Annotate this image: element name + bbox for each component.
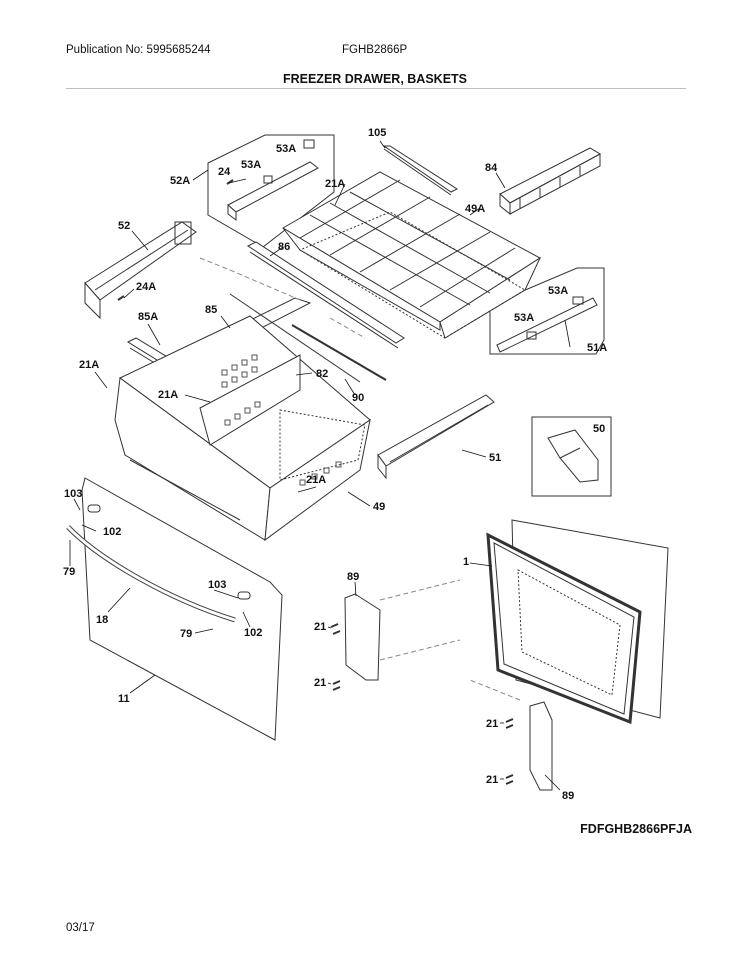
part-49A-wire-basket (282, 171, 542, 339)
part-52A-bracket (226, 139, 319, 221)
callout-89: 89 (347, 571, 359, 583)
callout-86: 86 (278, 241, 290, 253)
model-number: FGHB2866P (342, 44, 408, 56)
part-11-door-panel (81, 477, 283, 741)
callout-89: 89 (562, 790, 574, 802)
callout-1: 1 (463, 556, 469, 568)
callout-52: 52 (118, 220, 130, 232)
callout-51A: 51A (587, 342, 607, 354)
callout-21: 21 (486, 774, 498, 786)
callout-21: 21 (314, 677, 326, 689)
page-title: FREEZER DRAWER, BASKETS (282, 72, 468, 86)
callout-50: 50 (593, 423, 605, 435)
callout-21A: 21A (306, 474, 326, 486)
callout-11: 11 (118, 693, 130, 705)
part-52-slide-rail (84, 221, 197, 320)
callout-84: 84 (485, 162, 498, 174)
callout-90: 90 (352, 392, 364, 404)
callout-53A: 53A (548, 285, 568, 297)
part-21-screws (330, 623, 514, 785)
part-89-bracket-lower (529, 701, 553, 791)
callout-21A: 21A (79, 359, 99, 371)
callout-85A: 85A (138, 311, 158, 323)
callout-49: 49 (373, 501, 385, 513)
callout-102: 102 (244, 627, 262, 639)
callout-21A: 21A (325, 178, 345, 190)
callout-51: 51 (489, 452, 501, 464)
part-105-rail (382, 145, 459, 196)
callout-box-52A (207, 134, 335, 248)
callout-53A: 53A (514, 312, 534, 324)
callout-49A: 49A (465, 203, 485, 215)
callout-79: 79 (180, 628, 192, 640)
part-49-drawer-bin (114, 315, 371, 542)
part-50-clip (547, 429, 599, 483)
callout-box-50 (531, 416, 612, 497)
callout-21: 21 (486, 718, 498, 730)
callout-79: 79 (63, 566, 75, 578)
callout-21A: 21A (158, 389, 178, 401)
callout-103: 103 (64, 488, 82, 500)
part-24A-screw (117, 295, 125, 301)
part-90-rod (291, 324, 387, 381)
callout-52A: 52A (170, 175, 190, 187)
part-86-rail (246, 241, 405, 349)
callout-82: 82 (316, 368, 328, 380)
header-divider (66, 88, 686, 89)
callout-105: 105 (368, 127, 386, 139)
part-51-slide (377, 394, 495, 480)
callout-53A: 53A (276, 143, 296, 155)
callout-24: 24 (218, 166, 231, 178)
part-89-bracket-upper (344, 593, 381, 681)
publication-number: Publication No: 5995685244 (66, 44, 211, 56)
callout-21: 21 (314, 621, 326, 633)
callout-102: 102 (103, 526, 121, 538)
part-51A-slide (496, 296, 598, 353)
part-84-divider (499, 147, 602, 216)
callout-53A: 53A (241, 159, 261, 171)
assembly-guide-lines (199, 257, 521, 701)
callout-box-51A (489, 267, 605, 355)
callout-85: 85 (205, 304, 217, 316)
figure-code: FDFGHB2866PFJA (580, 822, 692, 836)
callout-18: 18 (96, 614, 108, 626)
callout-103: 103 (208, 579, 226, 591)
part-1-door-gasket (486, 519, 669, 725)
revision-date: 03/17 (66, 922, 95, 934)
leader-lines (69, 140, 571, 791)
callout-24A: 24A (136, 281, 156, 293)
